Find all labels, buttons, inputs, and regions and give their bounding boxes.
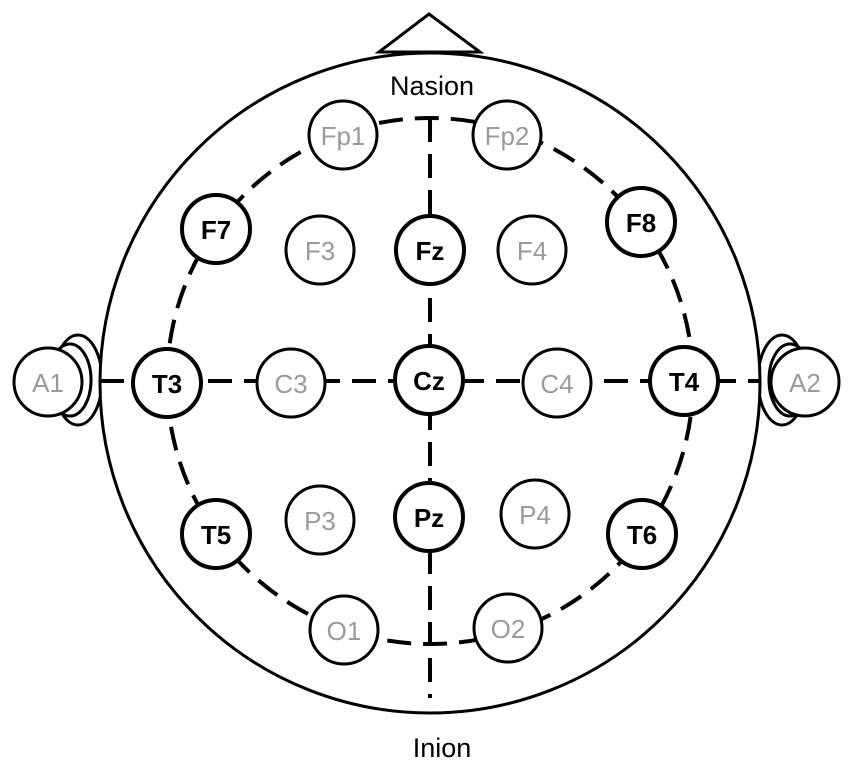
electrode-a2: A2 xyxy=(769,346,841,418)
electrode-label: T4 xyxy=(669,367,700,397)
electrode-label: P3 xyxy=(304,506,336,536)
electrode-t4: T4 xyxy=(648,345,720,417)
electrode-label: Pz xyxy=(414,503,444,533)
electrode-f7: F7 xyxy=(180,193,252,265)
nasion-label: Nasion xyxy=(390,71,474,101)
electrode-marker xyxy=(393,481,465,553)
electrode-marker xyxy=(284,214,356,286)
electrode-label: A2 xyxy=(789,368,821,398)
electrode-label: F4 xyxy=(517,236,547,266)
electrode-label: F7 xyxy=(201,215,231,245)
electrode-t3: T3 xyxy=(131,347,203,419)
electrode-marker xyxy=(496,214,568,286)
electrode-f3: F3 xyxy=(284,214,356,286)
electrode-label: T5 xyxy=(201,520,231,550)
electrode-label: C4 xyxy=(540,369,573,399)
electrode-label: T3 xyxy=(152,369,182,399)
electrode-marker xyxy=(307,99,379,171)
electrode-pz: Pz xyxy=(393,481,465,553)
electrode-marker xyxy=(12,346,84,418)
electrode-f8: F8 xyxy=(605,186,677,258)
electrode-t6: T6 xyxy=(606,498,678,570)
electrode-marker xyxy=(472,592,544,664)
electrode-marker xyxy=(394,214,466,286)
electrode-label: Fp2 xyxy=(485,121,530,151)
inion-label: Inion xyxy=(413,733,472,763)
electrode-fp2: Fp2 xyxy=(471,99,543,171)
electrode-o2: O2 xyxy=(472,592,544,664)
electrode-c3: C3 xyxy=(255,347,327,419)
electrode-marker xyxy=(648,345,720,417)
electrode-marker xyxy=(180,193,252,265)
electrode-label: Cz xyxy=(413,366,445,396)
nose-outline xyxy=(374,12,485,54)
electrode-marker xyxy=(499,478,571,550)
electrode-o1: O1 xyxy=(308,594,380,666)
electrode-marker xyxy=(471,99,543,171)
electrode-label: C3 xyxy=(274,369,307,399)
electrode-p4: P4 xyxy=(499,478,571,550)
electrode-marker xyxy=(769,346,841,418)
electrode-a1: A1 xyxy=(12,346,84,418)
electrode-marker xyxy=(308,594,380,666)
electrode-label: Fp1 xyxy=(321,121,366,151)
electrode-f4: F4 xyxy=(496,214,568,286)
electrode-marker xyxy=(606,498,678,570)
electrode-cz: Cz xyxy=(393,344,465,416)
electrode-label: P4 xyxy=(519,500,551,530)
electrode-marker xyxy=(255,347,327,419)
electrode-marker xyxy=(605,186,677,258)
electrode-label: A1 xyxy=(32,368,64,398)
electrode-c4: C4 xyxy=(521,347,593,419)
electrode-t5: T5 xyxy=(180,498,252,570)
electrode-label: T6 xyxy=(627,520,657,550)
electrode-label: F3 xyxy=(305,236,335,266)
electrode-marker xyxy=(521,347,593,419)
electrode-fp1: Fp1 xyxy=(307,99,379,171)
electrode-fz: Fz xyxy=(394,214,466,286)
electrode-label: O1 xyxy=(327,616,362,646)
electrode-marker xyxy=(284,484,356,556)
electrode-label: F8 xyxy=(626,208,656,238)
electrode-marker xyxy=(131,347,203,419)
electrode-p3: P3 xyxy=(284,484,356,556)
electrode-marker xyxy=(180,498,252,570)
electrode-label: Fz xyxy=(416,236,445,266)
electrode-marker xyxy=(393,344,465,416)
electrode-label: O2 xyxy=(491,614,526,644)
